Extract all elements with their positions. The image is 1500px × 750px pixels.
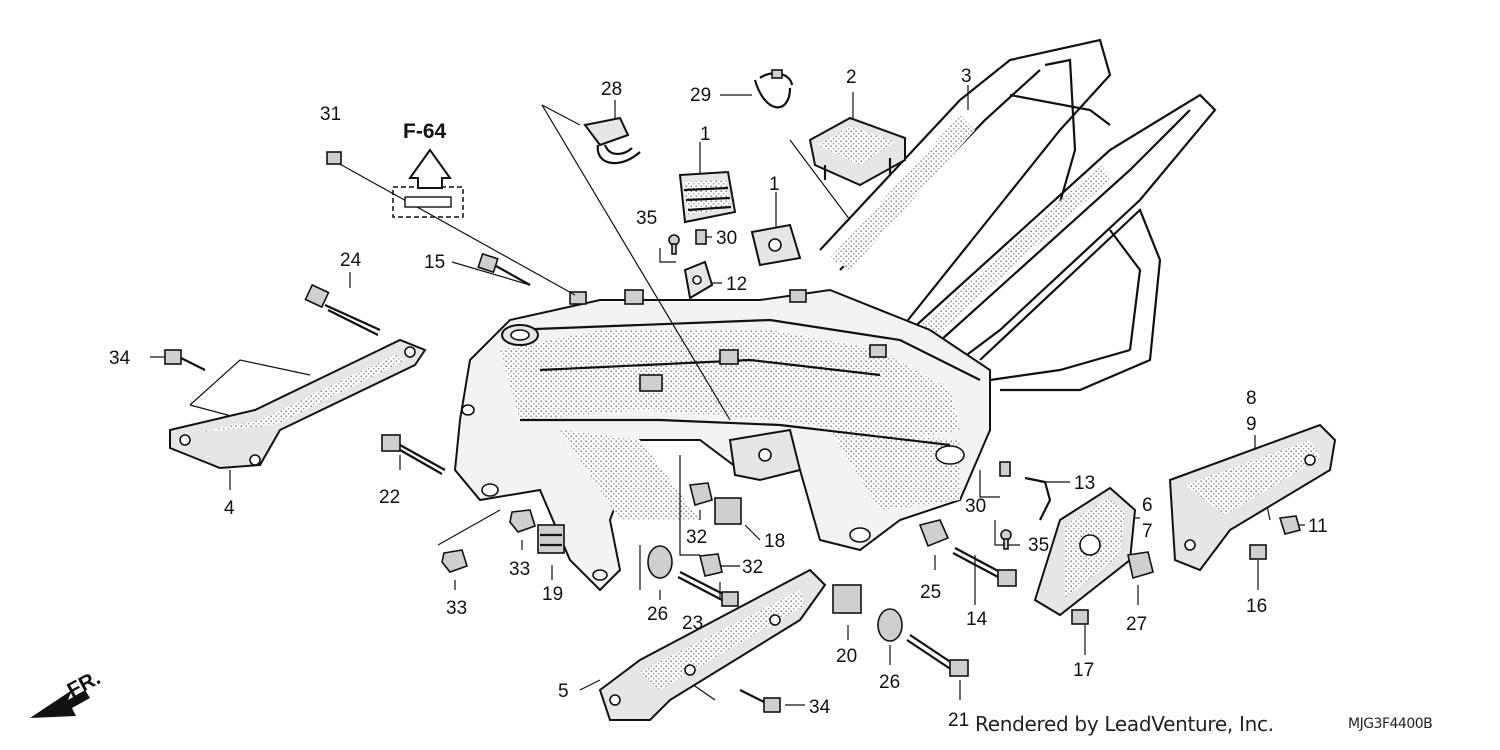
engine-hanger-bracket[interactable] [169,338,427,470]
screw-35-lower[interactable] [1000,529,1012,550]
callout-22: 22 [379,487,400,508]
callout-35a: 35 [636,208,657,229]
bolt-24[interactable] [304,283,381,336]
bolt-17[interactable] [1071,609,1089,625]
reference-marker [392,148,464,218]
callout-1b: 1 [769,174,780,195]
callout-27: 27 [1126,614,1147,635]
collar-20[interactable] [832,584,862,614]
callout-2: 2 [846,67,857,88]
bolt-21[interactable] [906,634,969,677]
callout-3: 3 [961,66,972,87]
screw-30-upper[interactable] [695,229,707,245]
callout-25: 25 [920,582,941,603]
callout-30a: 30 [716,228,737,249]
nut-27[interactable] [1127,551,1154,580]
main-frame[interactable] [453,38,1217,592]
callout-29: 29 [690,85,711,106]
lower-engine-bracket[interactable] [598,568,827,721]
callout-31: 31 [320,104,341,125]
nut-33-lower[interactable] [441,549,468,573]
callout-23: 23 [682,613,703,634]
credit-text: Rendered by LeadVenture, Inc. [975,712,1274,736]
reference-label: F-64 [403,120,447,143]
nut-32-lower[interactable] [699,553,723,577]
callout-26b: 26 [879,672,900,693]
step-plate[interactable] [1168,423,1337,572]
callout-17: 17 [1073,660,1094,681]
callout-15: 15 [424,252,445,273]
callout-21: 21 [948,710,969,731]
callout-9: 9 [1246,414,1257,435]
clamp-band[interactable] [753,69,794,109]
bolt-14[interactable] [952,547,1017,587]
screw-30-lower[interactable] [999,461,1011,477]
screw-35-upper[interactable] [668,234,680,255]
stay-13[interactable] [1024,476,1052,521]
callout-33a: 33 [509,559,530,580]
callout-13: 13 [1074,473,1095,494]
callout-8: 8 [1246,388,1257,409]
nut-33-upper[interactable] [509,509,536,533]
diagram-code: MJG3F4400B [1348,716,1433,732]
front-label: FR. [64,666,105,702]
callout-4: 4 [224,498,235,519]
rubber-mount-upper[interactable] [678,170,737,224]
callout-6: 6 [1142,495,1153,516]
bolt-34-left[interactable] [164,349,206,371]
collar-19[interactable] [537,524,565,554]
callout-18: 18 [764,531,785,552]
front-direction-arrow: FR. [30,666,104,718]
callout-28: 28 [601,79,622,100]
callout-24: 24 [340,250,362,271]
callout-12: 12 [726,274,747,295]
nut-11[interactable] [1278,515,1301,535]
callout-19: 19 [542,584,563,605]
callout-32b: 32 [742,557,763,578]
bolt-15[interactable] [477,252,531,286]
bolt-34-lower[interactable] [739,689,781,713]
callout-labels: 1 1 2 3 4 5 6 7 8 9 11 12 13 14 15 16 17… [109,66,1328,731]
spacer-26-lower[interactable] [877,608,903,642]
callout-34a: 34 [109,348,131,369]
bolt-16[interactable] [1249,544,1267,560]
leader-lines [150,85,1305,706]
callout-26a: 26 [647,604,668,625]
nut-25[interactable] [918,519,950,548]
callout-16: 16 [1246,596,1267,617]
callout-30b: 30 [965,496,986,517]
callout-5: 5 [558,681,569,702]
callout-33b: 33 [446,598,467,619]
callout-32a: 32 [686,527,707,548]
callout-20: 20 [836,646,857,667]
callout-7: 7 [1142,521,1153,542]
bolt-23[interactable] [677,571,739,607]
callout-35b: 35 [1028,535,1049,556]
stay-bracket[interactable] [683,260,714,300]
callout-14: 14 [966,609,988,630]
callout-1a: 1 [700,124,711,145]
collar-18[interactable] [714,497,742,525]
harness-clip[interactable] [583,116,641,165]
nut-32-upper[interactable] [689,482,713,507]
callout-34b: 34 [809,697,831,718]
small-nut-31[interactable] [326,151,342,165]
bolt-22[interactable] [381,434,446,475]
battery-box-bracket[interactable] [808,116,906,187]
spacer-26-upper[interactable] [647,545,673,579]
rubber-mount-lower[interactable] [750,223,802,267]
side-plate[interactable] [1033,486,1137,617]
callout-11: 11 [1308,516,1328,537]
